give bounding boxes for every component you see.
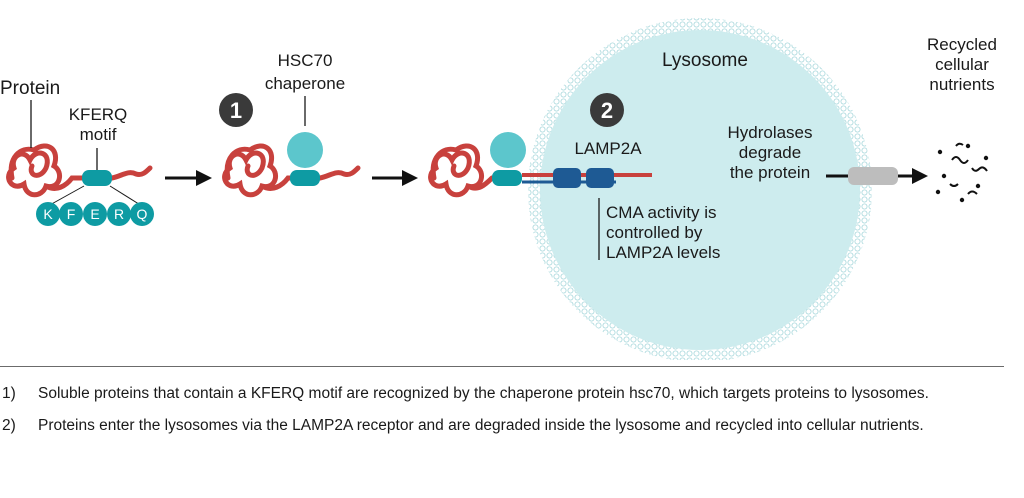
letter-k: K	[43, 206, 53, 222]
hsc70-chaperone	[287, 132, 323, 168]
letter-q-circle	[130, 202, 154, 226]
step-2-badge: 2	[590, 93, 624, 127]
note-item: 2) Proteins enter the lysosomes via the …	[0, 414, 1004, 437]
kferq-letters: K F E R Q	[36, 185, 154, 226]
letter-r-circle	[107, 202, 131, 226]
lamp2a-label: LAMP2A	[574, 139, 642, 158]
hydrolases-text-line1: Hydrolases	[727, 123, 812, 142]
kferq-label-line1: KFERQ	[69, 105, 128, 124]
recycled-label-line1: Recycled	[927, 35, 997, 54]
lamp2a-receptor-left	[553, 168, 581, 188]
cma-text-line3: LAMP2A levels	[606, 243, 720, 262]
hsc70-label-line2: chaperone	[265, 74, 345, 93]
kferq-motif-3	[492, 170, 522, 186]
protein-2	[222, 143, 361, 198]
kferq-label-line2: motif	[80, 125, 117, 144]
divider	[0, 366, 1004, 367]
nutrient-fragments	[935, 142, 989, 203]
letter-k-circle	[36, 202, 60, 226]
kferq-motif-2	[290, 170, 320, 186]
protein-label: Protein	[0, 78, 60, 99]
hydrolases-text-line3: the protein	[730, 163, 810, 182]
letter-q: Q	[137, 206, 148, 222]
hsc70-label-line1: HSC70	[278, 51, 333, 70]
letter-e: E	[90, 206, 99, 222]
note-text: Soluble proteins that contain a KFERQ mo…	[38, 385, 929, 402]
protein-3	[428, 143, 495, 198]
note-number: 1)	[2, 385, 16, 402]
notes-list: 1) Soluble proteins that contain a KFERQ…	[0, 382, 1004, 446]
lysosome-label: Lysosome	[662, 50, 748, 71]
letter-e-circle	[83, 202, 107, 226]
cma-text-line2: controlled by	[606, 223, 703, 242]
step-1-badge: 1	[219, 93, 253, 127]
letter-f: F	[67, 206, 76, 222]
recycled-label-line2: cellular	[935, 55, 989, 74]
arrow-1	[165, 170, 212, 186]
hsc70-chaperone-2	[490, 132, 526, 168]
protein-1	[6, 143, 153, 198]
recycled-label-line3: nutrients	[929, 75, 994, 94]
note-number: 2)	[2, 417, 16, 434]
svg-text:1: 1	[230, 98, 242, 123]
hydrolase-enzyme	[848, 167, 898, 185]
letter-f-circle	[59, 202, 83, 226]
cma-diagram: Lysosome Protein KFERQ motif K F E R Q 1…	[0, 18, 997, 360]
cma-text-line1: CMA activity is	[606, 203, 717, 222]
arrow-2	[372, 170, 418, 186]
kferq-motif	[82, 170, 112, 186]
note-text: Proteins enter the lysosomes via the LAM…	[38, 417, 924, 434]
note-item: 1) Soluble proteins that contain a KFERQ…	[0, 382, 1004, 405]
hydrolases-text-line2: degrade	[739, 143, 801, 162]
letter-r: R	[114, 206, 124, 222]
svg-text:2: 2	[601, 98, 613, 123]
lamp2a-receptor-right	[586, 168, 614, 188]
